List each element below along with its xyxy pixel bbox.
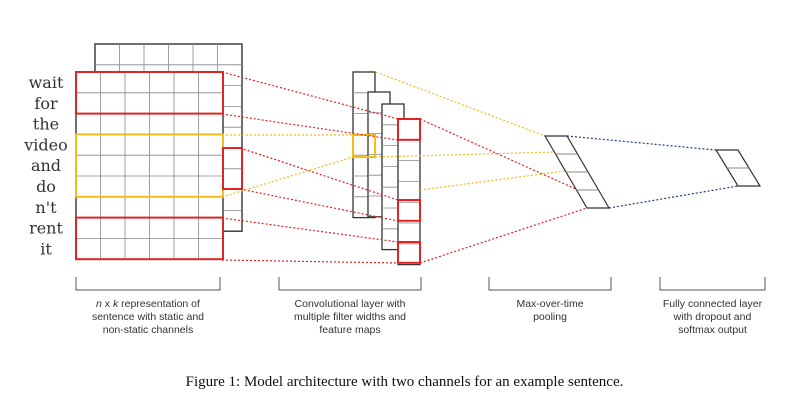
section-label-line: Max-over-time — [516, 298, 583, 310]
word-token: wait — [29, 73, 64, 92]
label-word: representation — [118, 298, 188, 310]
pooling-vector — [543, 135, 611, 209]
red-filter-bottom — [75, 216, 224, 261]
section-bracket — [488, 277, 612, 291]
section-label-line: non-static channels — [103, 324, 193, 336]
section-label-line: softmax output — [678, 324, 747, 336]
word-token: and — [31, 156, 61, 175]
fmap-red-mid — [397, 199, 421, 222]
section-bracket — [278, 277, 422, 291]
red-filter-back — [222, 147, 243, 190]
feature-maps — [352, 71, 421, 266]
label-word: x — [102, 298, 111, 310]
word-token: do — [36, 177, 56, 196]
label-word: n — [96, 298, 102, 310]
section-label-line: with dropout and — [673, 311, 752, 323]
red-connector — [221, 217, 399, 243]
non-static-channel-matrix — [75, 71, 224, 260]
section-label-line: pooling — [533, 311, 567, 323]
word-token: video — [23, 135, 68, 154]
red-connector — [419, 207, 588, 264]
section-bracket — [75, 277, 221, 291]
section-label-line: n x k representation of — [96, 298, 200, 310]
section-bracket — [659, 277, 766, 291]
word-token: rent — [29, 219, 63, 238]
word-token: for — [34, 94, 58, 113]
label-word: k — [110, 298, 119, 310]
section-label-line: multiple filter widths and — [294, 311, 406, 323]
input-filter-regions — [75, 71, 243, 261]
red-filter-top — [75, 71, 224, 115]
navy-connector — [566, 135, 717, 151]
feature-map-4 — [397, 118, 421, 266]
section-label-line: feature maps — [319, 324, 380, 336]
red-connector — [419, 118, 579, 191]
figure-caption: Figure 1: Model architecture with two ch… — [185, 374, 624, 390]
section-label-line: sentence with static and — [92, 311, 204, 323]
word-token: it — [40, 239, 52, 258]
fmap-red-bottom — [397, 241, 421, 264]
output-vector — [714, 149, 762, 187]
yellow-connector — [419, 170, 566, 191]
yellow-connector — [221, 156, 354, 198]
red-connector — [221, 259, 399, 264]
non-static-grid — [75, 71, 224, 260]
label-word: of — [188, 298, 200, 310]
fmap-yellow — [352, 134, 376, 158]
fmap-red-top — [397, 118, 421, 141]
word-token: the — [33, 115, 59, 134]
section-label-line: Convolutional layer with — [295, 298, 406, 310]
red-connector — [239, 188, 399, 222]
navy-connector — [608, 185, 739, 209]
connector-lines — [221, 71, 739, 264]
red-connector — [221, 113, 399, 141]
word-token: n't — [35, 198, 57, 217]
section-label-line: Fully connected layer — [663, 298, 763, 310]
